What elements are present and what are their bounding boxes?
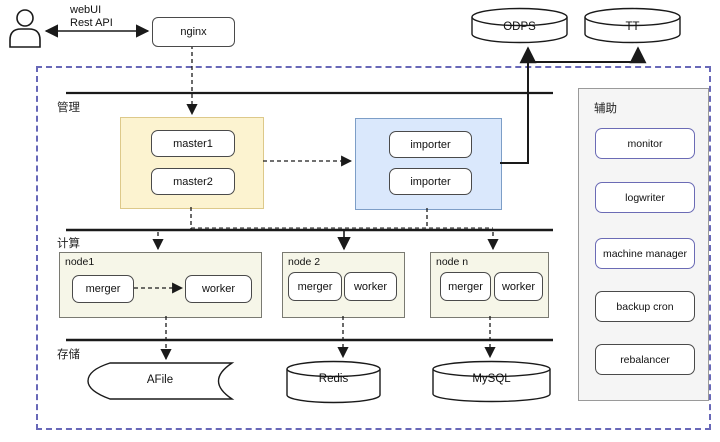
section-storage: 存储 xyxy=(57,349,80,361)
aux-backup-cron: backup cron xyxy=(595,291,695,322)
aux-machine-manager: machine manager xyxy=(595,238,695,269)
node-n-merger: merger xyxy=(440,272,491,301)
node1-merger: merger xyxy=(72,275,134,303)
importer-odps-edge xyxy=(500,46,537,164)
section-compute: 计算 xyxy=(57,238,80,250)
node2-worker: worker xyxy=(344,272,397,301)
system-boundary xyxy=(36,66,711,430)
node2-name: node 2 xyxy=(288,256,321,268)
webui-label: webUI xyxy=(70,4,102,16)
mysql-cylinder xyxy=(432,360,551,403)
node1-worker: worker xyxy=(185,275,252,303)
mysql-label: MySQL xyxy=(472,373,511,385)
aux-rebalancer: rebalancer xyxy=(595,344,695,375)
node2-merger: merger xyxy=(288,272,342,301)
redis-cylinder xyxy=(286,360,381,404)
odps-label: ODPS xyxy=(503,21,536,33)
afile-label: AFile xyxy=(146,374,174,386)
node-n-name: node n xyxy=(436,256,469,268)
tt-label: TT xyxy=(625,21,640,33)
nginx-label: nginx xyxy=(180,26,207,38)
odps-cylinder xyxy=(471,7,568,44)
nginx-node: nginx xyxy=(152,17,235,47)
afile-shape xyxy=(87,362,235,400)
tt-cylinder xyxy=(584,7,681,44)
section-auxiliary: 辅助 xyxy=(594,103,617,115)
importer2-node: importer xyxy=(389,168,472,195)
importer-tt-edge xyxy=(528,46,647,64)
master2-node: master2 xyxy=(151,168,235,195)
section-management: 管理 xyxy=(57,102,80,114)
aux-logwriter: logwriter xyxy=(595,182,695,213)
node1-name: node1 xyxy=(65,256,95,268)
node-n-worker: worker xyxy=(494,272,543,301)
user-icon xyxy=(9,9,41,48)
redis-label: Redis xyxy=(318,373,349,385)
importer1-node: importer xyxy=(389,131,472,158)
aux-monitor: monitor xyxy=(595,128,695,159)
master1-node: master1 xyxy=(151,130,235,157)
